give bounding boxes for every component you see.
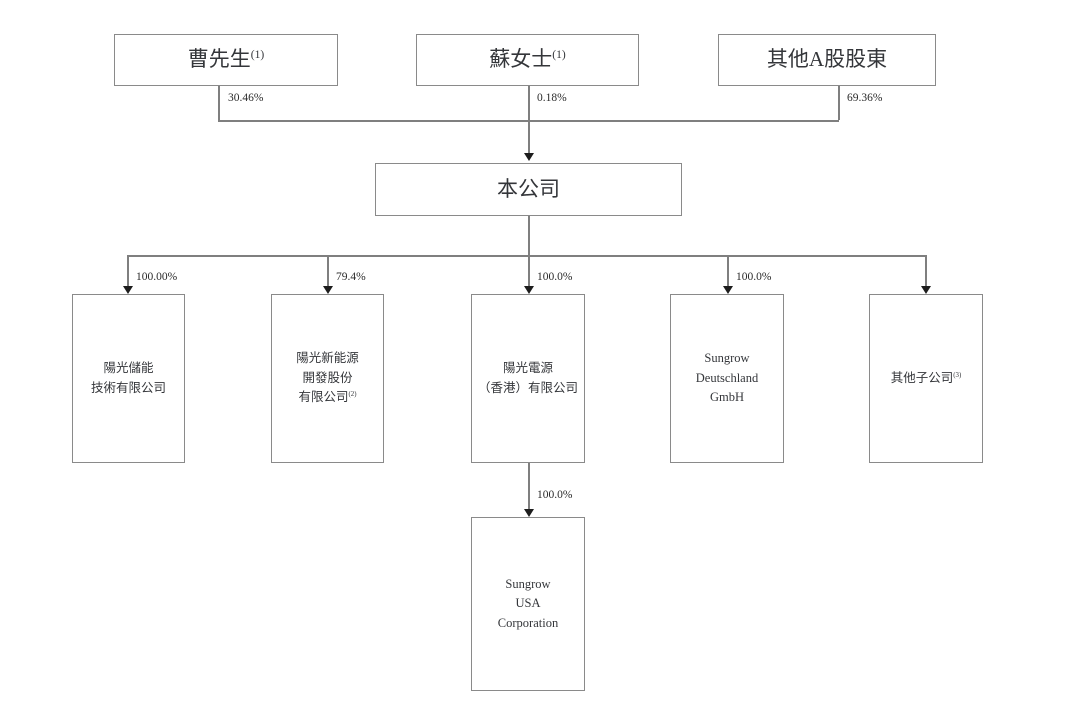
edge-label-sungrow-deutschland-percent: 100.0% — [736, 271, 772, 283]
edge-label-sungrow-new-energy-percent: 79.4% — [336, 271, 366, 283]
edge-label-sungrow-usa-percent: 100.0% — [537, 489, 573, 501]
edge-label-other-a-percent: 69.36% — [847, 92, 883, 104]
arrow-into-sungrow-usa — [524, 509, 534, 517]
edge-label-sungrow-storage-percent: 100.00% — [136, 271, 178, 283]
edge-other-a-drop — [838, 86, 840, 120]
node-label: 陽光儲能 技術有限公司 — [90, 361, 166, 395]
node-label: 其他A股股東 — [766, 47, 888, 72]
edge-drop-sungrow-new-energy — [327, 255, 329, 288]
node-sungrow-usa: Sungrow USA Corporation — [471, 517, 585, 691]
node-label: 陽光電源 （香港）有限公司 — [477, 361, 578, 395]
edge-label-cao-percent: 30.46% — [228, 92, 264, 104]
node-label: 蘇女士(1) — [489, 47, 566, 72]
edge-label-sungrow-hk-percent: 100.0% — [537, 271, 573, 283]
node-label: 本公司 — [497, 176, 560, 201]
node-label: Sungrow USA Corporation — [497, 576, 559, 630]
node-label: 陽光新能源 開發股份 有限公司(2) — [296, 351, 359, 405]
arrow-into-sungrow-deutschland — [723, 286, 733, 294]
footnote-marker: (1) — [552, 49, 566, 62]
edge-drop-sungrow-deutschland — [727, 255, 729, 288]
edge-subsidiary-bus — [127, 255, 925, 257]
edge-drop-sungrow-hk — [528, 255, 530, 288]
node-sungrow-storage: 陽光儲能 技術有限公司 — [72, 294, 185, 463]
node-company: 本公司 — [375, 163, 682, 216]
edge-label-su-percent: 0.18% — [537, 92, 567, 104]
footnote-marker: (2) — [348, 391, 357, 399]
edge-su-drop — [528, 86, 530, 120]
node-label: 曹先生(1) — [187, 47, 265, 72]
arrow-into-sungrow-storage — [123, 286, 133, 294]
node-label: 其他子公司(3) — [890, 370, 962, 385]
node-sungrow-hk: 陽光電源 （香港）有限公司 — [471, 294, 585, 463]
node-sungrow-deutschland: Sungrow Deutschland GmbH — [670, 294, 784, 463]
node-label: Sungrow Deutschland GmbH — [695, 351, 759, 405]
edge-cao-drop — [218, 86, 220, 120]
edge-drop-other-subsidiaries — [925, 255, 927, 288]
node-other-subsidiaries: 其他子公司(3) — [869, 294, 983, 463]
node-other-a-shareholders: 其他A股股東 — [718, 34, 936, 86]
arrow-into-sungrow-new-energy — [323, 286, 333, 294]
edge-company-to-bus — [528, 216, 530, 255]
node-sungrow-new-energy: 陽光新能源 開發股份 有限公司(2) — [271, 294, 384, 463]
footnote-marker: (1) — [250, 49, 265, 62]
edge-bus-to-company — [528, 120, 530, 157]
footnote-marker: (3) — [953, 371, 962, 379]
node-su-nvshi: 蘇女士(1) — [416, 34, 639, 86]
node-cao-xiansheng: 曹先生(1) — [114, 34, 338, 86]
arrow-into-company — [524, 153, 534, 161]
edge-sungrow-hk-to-usa — [528, 463, 530, 511]
arrow-into-sungrow-hk — [524, 286, 534, 294]
arrow-into-other-subsidiaries — [921, 286, 931, 294]
edge-drop-sungrow-storage — [127, 255, 129, 288]
